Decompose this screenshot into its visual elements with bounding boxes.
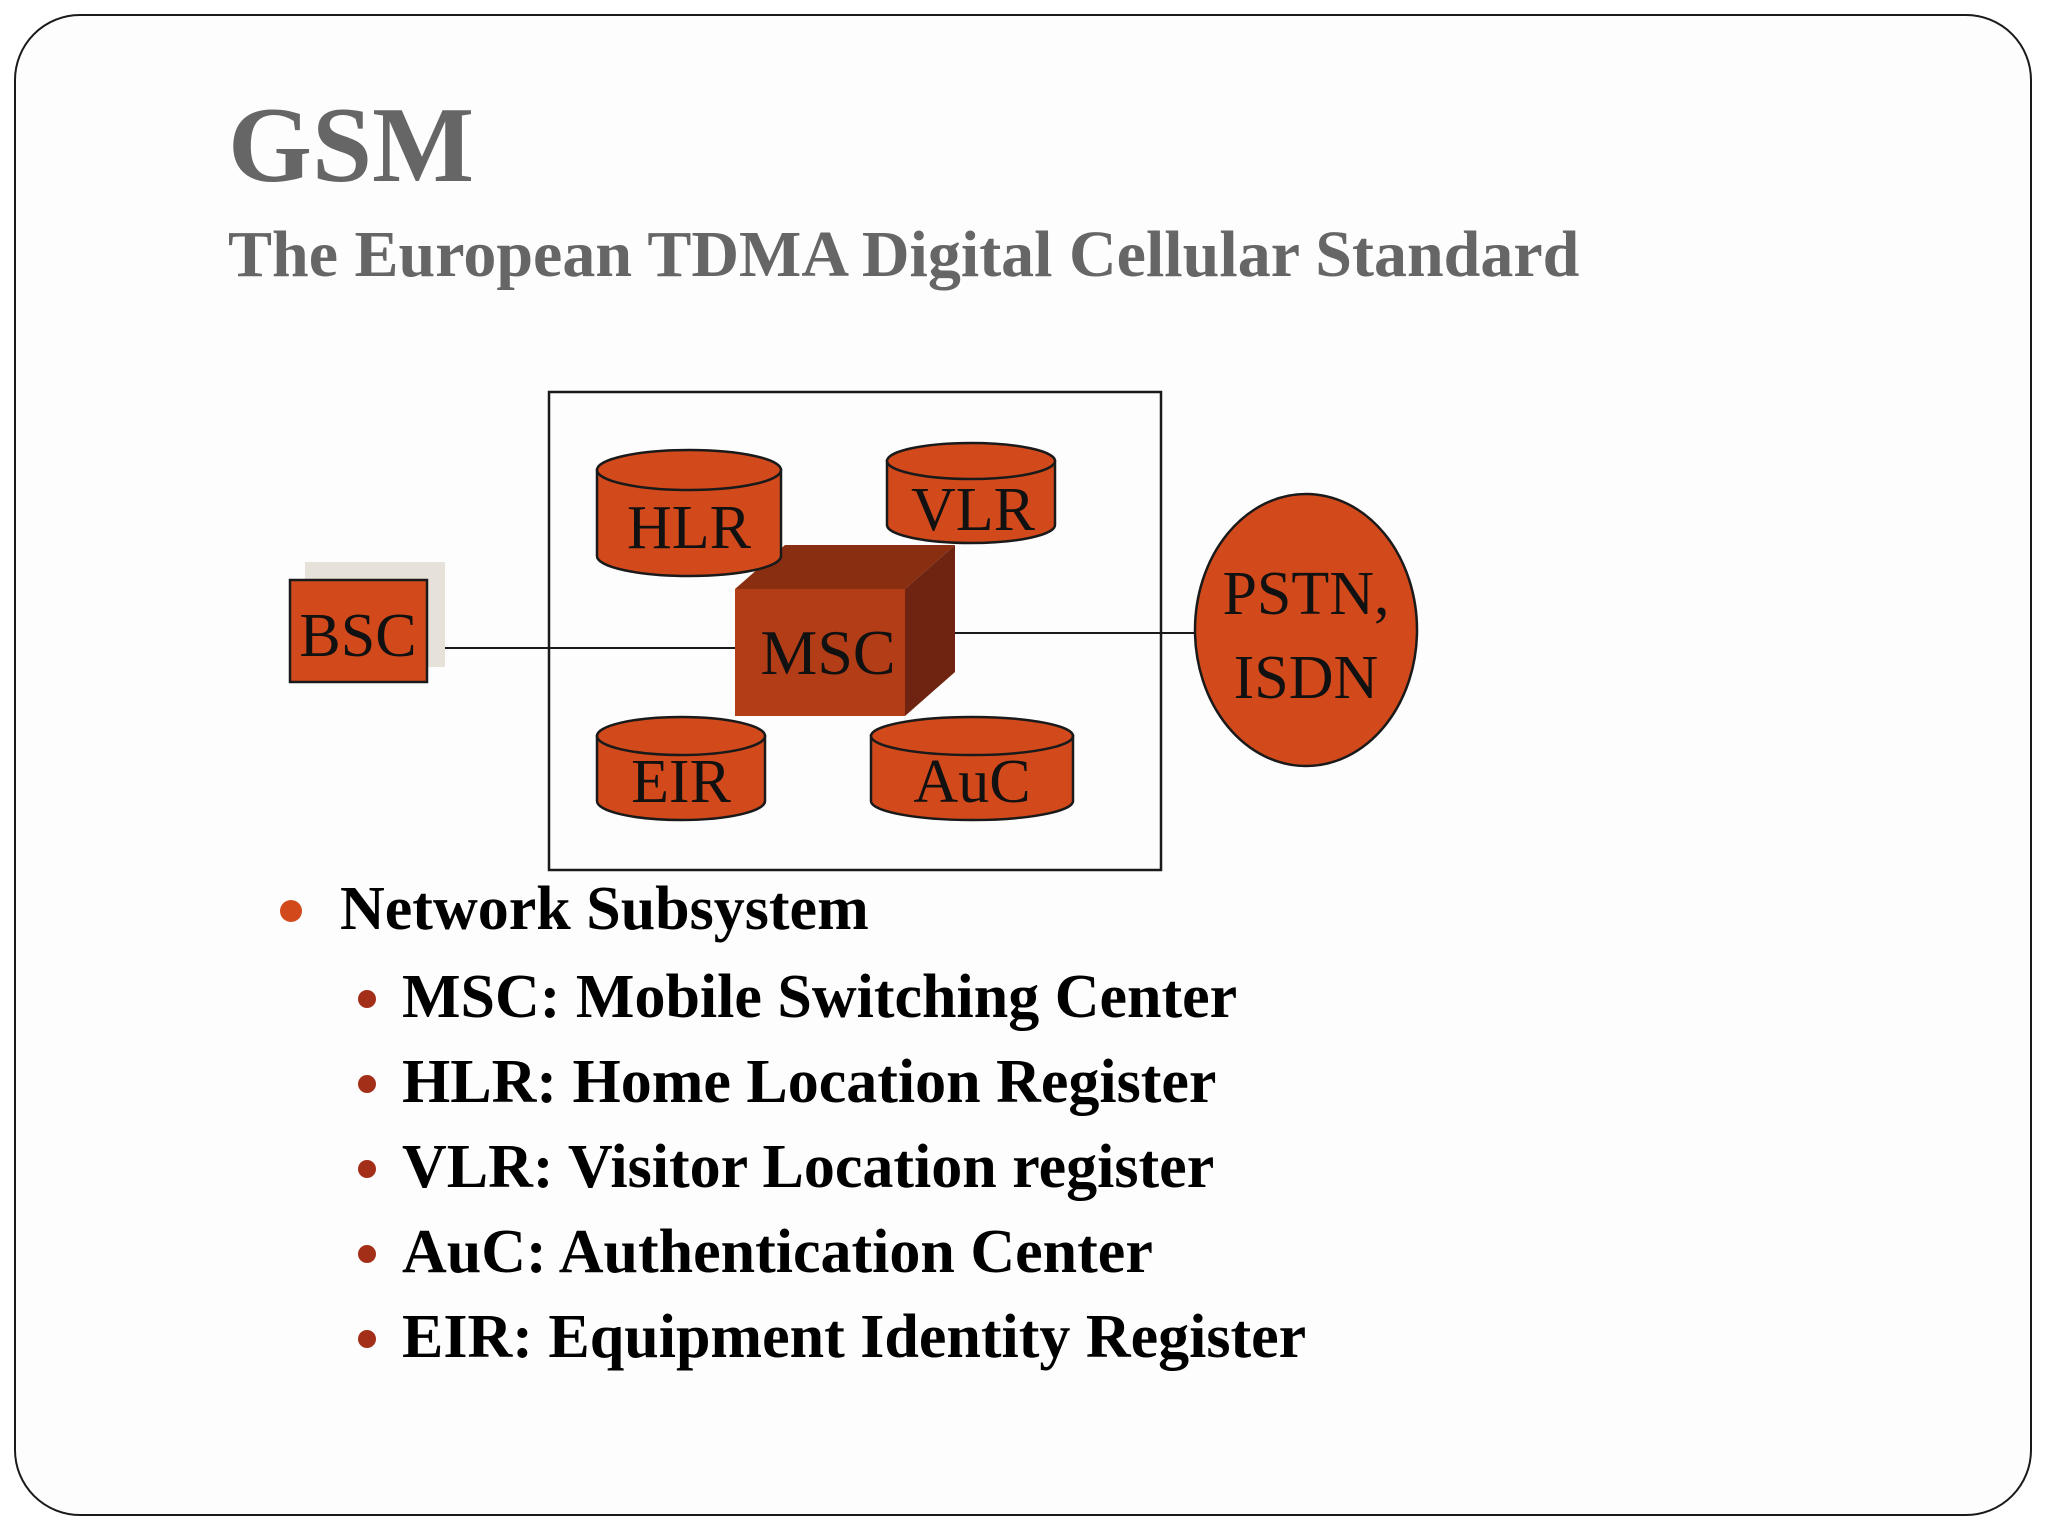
msc-cube-side [905, 545, 955, 716]
vlr-label: VLR [911, 476, 1036, 544]
network-subsystem-box [547, 390, 1163, 872]
sub-bullet-text: AuC: Authentication Center [402, 1218, 1153, 1286]
bullet-dot-icon [358, 1075, 376, 1093]
eir-label: EIR [631, 748, 732, 816]
bullet-dot-icon [358, 1330, 376, 1348]
sub-bullet-text: MSC: Mobile Switching Center [402, 963, 1238, 1031]
msc-cube-front [735, 589, 905, 716]
sub-bullet-text: VLR: Visitor Location register [402, 1133, 1215, 1201]
auc-label: AuC [913, 748, 1030, 816]
sub-bullet-text: HLR: Home Location Register [402, 1048, 1217, 1116]
bullet-dot-icon [358, 990, 376, 1008]
hlr-node [595, 448, 783, 578]
msc-cube-top [735, 545, 955, 589]
auc-node [869, 715, 1075, 822]
bullet-main-text: Network Subsystem [340, 875, 869, 943]
bsc-label: BSC [299, 602, 416, 670]
hlr-label: HLR [627, 494, 752, 562]
slide-subtitle: The European TDMA Digital Cellular Stand… [228, 218, 1580, 291]
pstn-label: PSTN, [1222, 560, 1389, 628]
bsc-node [288, 578, 429, 684]
bullet-dot-icon [358, 1245, 376, 1263]
slide-title: GSM [228, 86, 475, 205]
vlr-node [885, 441, 1057, 545]
msc-label: MSC [760, 617, 895, 688]
bullet-dot-icon [358, 1160, 376, 1178]
sub-bullet-text: EIR: Equipment Identity Register [402, 1303, 1307, 1371]
bullet-dot-icon [280, 900, 302, 922]
isdn-label: ISDN [1234, 644, 1379, 712]
pstn-isdn-node [1193, 492, 1419, 768]
eir-node [595, 715, 767, 822]
